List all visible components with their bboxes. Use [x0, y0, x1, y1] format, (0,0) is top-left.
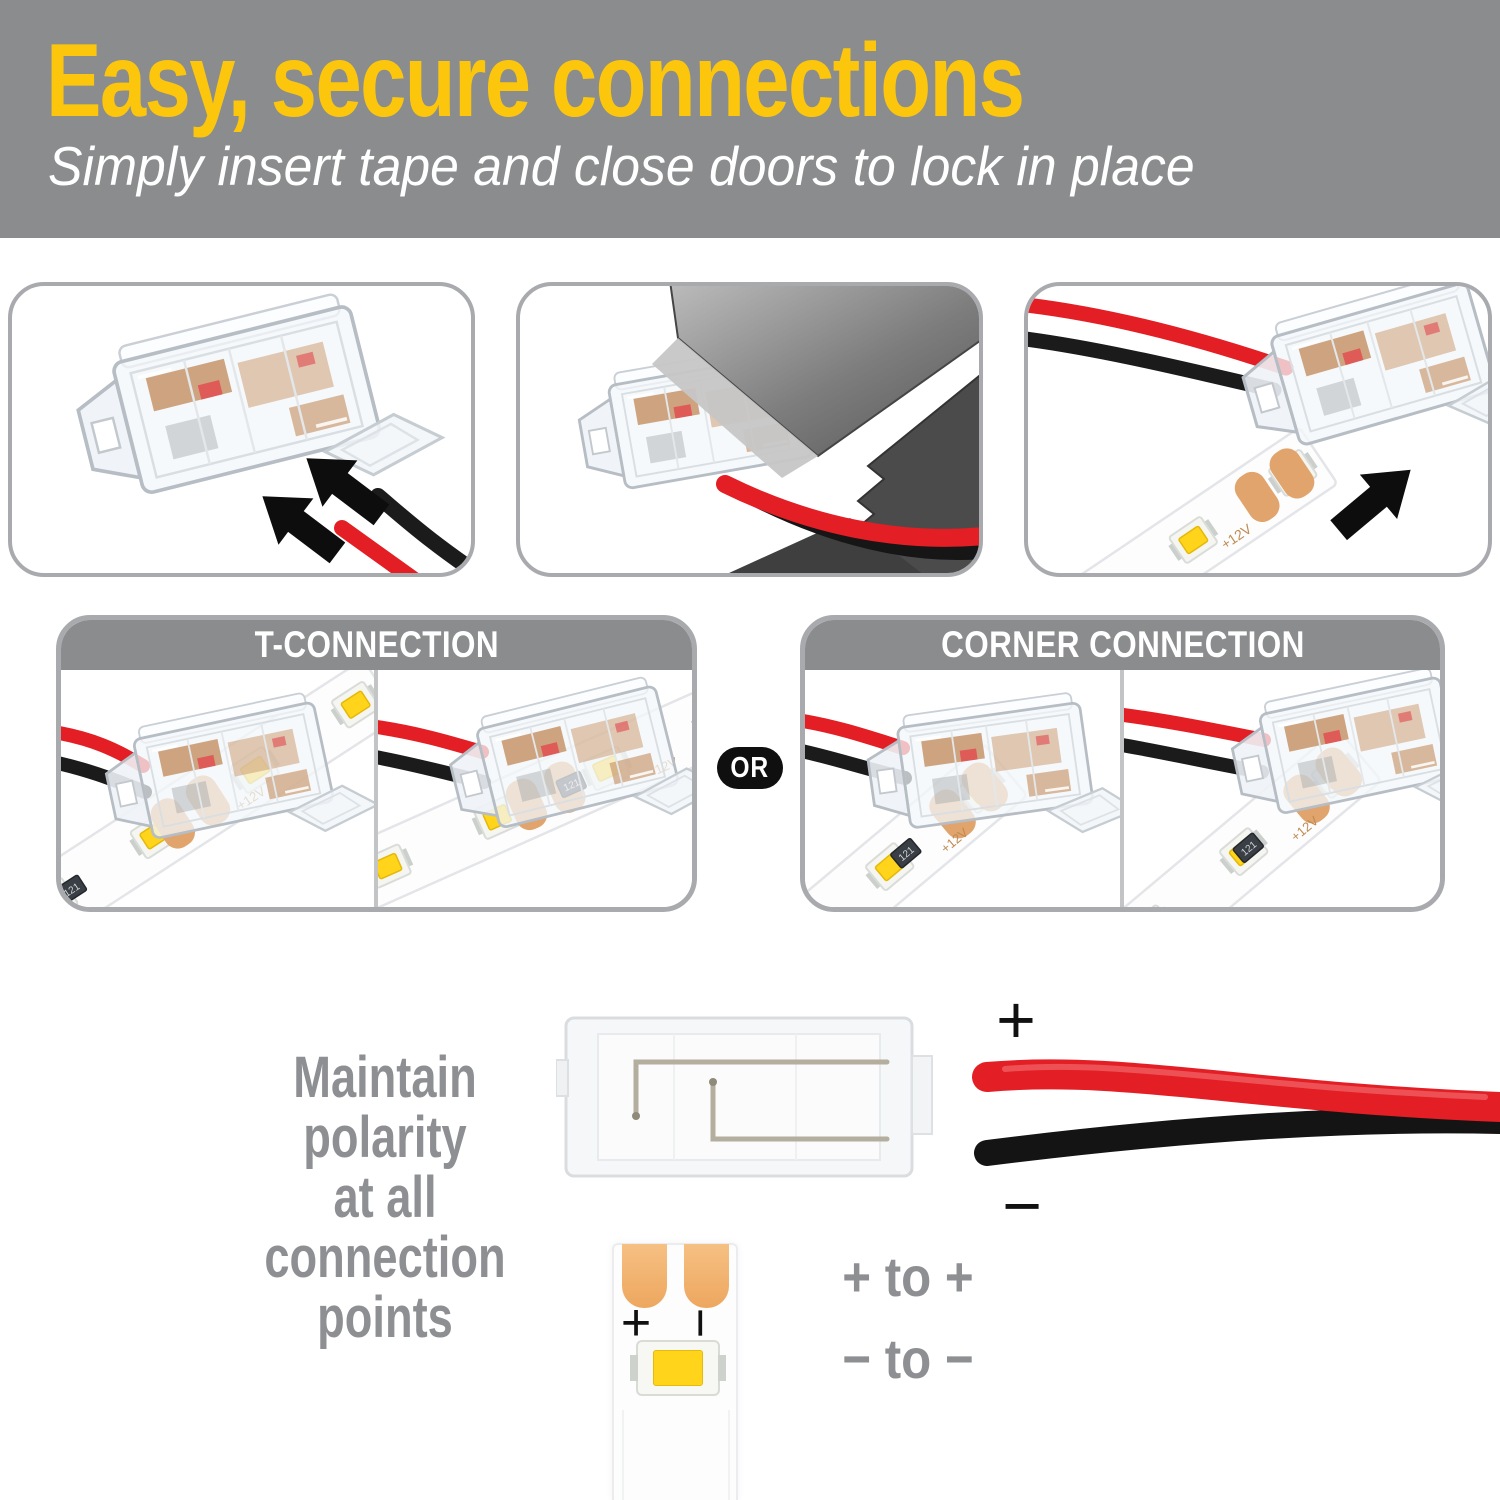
polarity-line: points: [317, 1285, 453, 1350]
polarity-line: connection: [264, 1225, 506, 1290]
wire-red: [1124, 707, 1271, 747]
led-terminal: [718, 1355, 726, 1381]
minus-to-minus-label: − to −: [842, 1327, 974, 1390]
polarity-line: polarity: [303, 1105, 467, 1170]
copper-pad: [622, 1244, 667, 1308]
connector-graphic: [1222, 670, 1440, 823]
wire-red: [334, 520, 419, 573]
or-badge: OR: [717, 747, 783, 789]
plus-label: +: [996, 982, 1036, 1058]
polarity-line: Maintain: [293, 1045, 477, 1110]
led-strip-photo: + −: [612, 1243, 738, 1500]
step-card-insert-tape: +12V: [1024, 282, 1492, 577]
corner-connection-panel: CORNER CONNECTION +12V: [800, 615, 1445, 912]
connector-graphic: [439, 673, 681, 838]
t-connection-photo-1: +12V: [61, 670, 374, 907]
t-connection-photo-2: +12V: [374, 670, 692, 907]
wire-pair-photo: [972, 1059, 1500, 1166]
wire-red: [378, 720, 489, 759]
wire-red: [972, 1059, 1500, 1122]
header-banner: Easy, secure connections Simply insert t…: [0, 0, 1500, 238]
insert-arrow-icon: [1320, 447, 1430, 553]
photo-step-crimp-pliers: [570, 286, 979, 573]
panel-header: T-CONNECTION: [61, 620, 692, 670]
wire-red: [716, 475, 979, 547]
plus-to-plus-label: + to +: [842, 1245, 974, 1308]
strip-lane-lines: [622, 1410, 730, 1500]
led-terminal: [630, 1355, 638, 1381]
panel-title: CORNER CONNECTION: [940, 624, 1305, 665]
polarity-connector-photo: [556, 1016, 933, 1178]
minus-label: −: [1002, 1168, 1042, 1244]
step-card-crimp-pliers: [516, 282, 983, 577]
connector-graphic: [1229, 286, 1488, 458]
corner-connection-photo-1: +12V: [805, 670, 1120, 907]
photo-step-insert-tape: +12V: [1028, 286, 1488, 573]
led-chip: [630, 1340, 726, 1396]
wire-red: [805, 714, 910, 755]
metal-contact-graphic: [632, 1059, 890, 1142]
wire-black: [974, 1107, 1500, 1166]
photo-step-insert-wires: [64, 288, 471, 573]
page-title: Easy, secure connections: [46, 23, 1025, 139]
polarity-line: at all: [333, 1165, 437, 1230]
panel-title: T-CONNECTION: [254, 624, 499, 665]
corner-connection-photo-2: +12V: [1120, 670, 1440, 907]
polarity-note: Maintain polarity at all connection poin…: [221, 1048, 549, 1348]
step-card-insert-wires: [8, 282, 475, 577]
connector-graphic: [96, 689, 336, 848]
wire-black: [1028, 331, 1282, 398]
page-subtitle: Simply insert tape and close doors to lo…: [48, 135, 1195, 197]
wire-red: [1028, 297, 1294, 376]
led-strip-graphic: +12V: [1028, 427, 1337, 573]
or-label: OR: [730, 751, 770, 784]
led-die: [653, 1350, 703, 1386]
copper-pad: [684, 1244, 729, 1308]
panel-header: CORNER CONNECTION: [805, 620, 1440, 670]
t-connection-panel: T-CONNECTION +12V: [56, 615, 697, 912]
